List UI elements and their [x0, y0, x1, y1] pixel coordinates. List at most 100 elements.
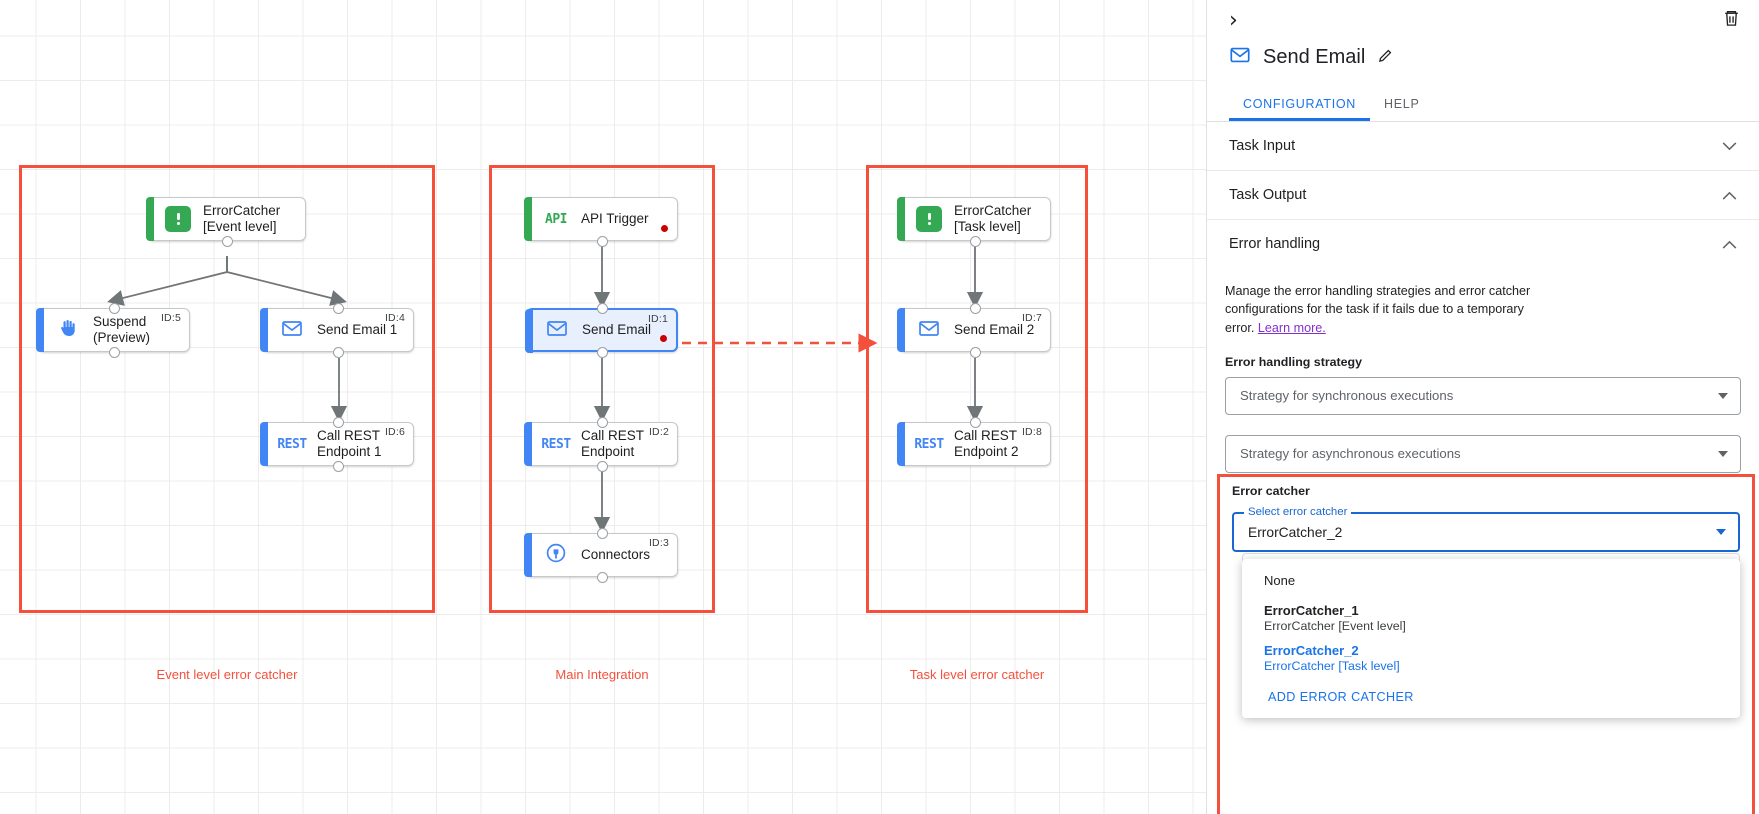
node-label: Connectors [581, 547, 651, 563]
api-icon: API [545, 211, 567, 227]
node-port[interactable] [596, 571, 608, 583]
error-catcher-option[interactable]: None [1242, 569, 1740, 598]
node-icon-slot [544, 317, 570, 343]
sync-strategy-select[interactable]: Strategy for synchronous executions [1225, 376, 1741, 415]
email-icon [545, 316, 569, 345]
node-accent-bar [524, 422, 532, 466]
node-icon-slot [55, 317, 81, 343]
node-port[interactable] [596, 527, 608, 539]
error-catcher-icon [916, 206, 942, 232]
node-id-tag: ID:8 [1021, 426, 1042, 438]
node-icon-slot [916, 317, 942, 343]
panel-tabs: CONFIGURATION HELP [1207, 91, 1759, 122]
node-id-tag: ID:2 [648, 426, 669, 438]
node-id-tag: ID:5 [160, 312, 181, 324]
async-strategy-select[interactable]: Strategy for asynchronous executions [1225, 434, 1741, 473]
tab-help[interactable]: HELP [1384, 97, 1420, 111]
node-icon-slot [165, 206, 191, 232]
error-catcher-value: ErrorCatcher_2 [1248, 524, 1343, 540]
group-label: Event level error catcher [156, 667, 298, 682]
node-label: ErrorCatcher [Task level] [954, 203, 1032, 234]
node-accent-bar [897, 422, 905, 466]
node-port[interactable] [969, 302, 981, 314]
edit-title-icon[interactable] [1377, 47, 1394, 69]
node-port[interactable] [332, 460, 344, 472]
node-icon-slot [279, 317, 305, 343]
node-accent-bar [260, 422, 268, 466]
node-port[interactable] [596, 302, 608, 314]
node-id-tag: ID:3 [648, 537, 669, 549]
node-port[interactable] [969, 416, 981, 428]
option-secondary: ErrorCatcher [Task level] [1264, 659, 1400, 673]
node-id-tag: ID:4 [384, 312, 405, 324]
tab-configuration[interactable]: CONFIGURATION [1229, 91, 1370, 121]
node-label: ErrorCatcher [Event level] [203, 203, 281, 234]
chevron-up-icon[interactable] [1722, 188, 1737, 203]
node-ec-task[interactable]: ErrorCatcher [Task level] [897, 197, 1051, 241]
learn-more-link[interactable]: Learn more. [1257, 320, 1326, 335]
option-primary: ErrorCatcher_1 [1264, 603, 1359, 618]
node-api-trigger[interactable]: API API Trigger [524, 197, 678, 241]
email-icon [917, 316, 941, 345]
section-title: Task Input [1229, 138, 1296, 154]
section-task-input[interactable]: Task Input [1207, 122, 1759, 171]
node-port[interactable] [332, 416, 344, 428]
hand-icon [56, 316, 80, 345]
node-suspend[interactable]: Suspend (Preview)ID:5 [36, 308, 190, 352]
node-accent-bar [36, 308, 44, 352]
node-ec-event[interactable]: ErrorCatcher [Event level] [146, 197, 306, 241]
option-secondary: ErrorCatcher [Event level] [1264, 619, 1406, 633]
delete-task-icon[interactable] [1722, 8, 1741, 33]
collapse-panel-icon[interactable]: › [1229, 8, 1238, 33]
node-port[interactable] [108, 302, 120, 314]
node-accent-bar [525, 309, 533, 353]
node-port[interactable] [596, 346, 608, 358]
email-icon [280, 316, 304, 345]
node-port[interactable] [596, 235, 608, 247]
node-port[interactable] [332, 302, 344, 314]
node-port[interactable] [221, 235, 233, 247]
node-id-tag: ID:1 [647, 313, 668, 325]
node-port[interactable] [969, 235, 981, 247]
connectors-icon [544, 541, 568, 570]
error-catcher-highlight-region: Error catcher Select error catcher Error… [1217, 474, 1755, 814]
error-catcher-select[interactable]: Select error catcher ErrorCatcher_2 [1232, 506, 1740, 552]
node-port[interactable] [332, 346, 344, 358]
node-port[interactable] [596, 416, 608, 428]
async-strategy-value: Strategy for asynchronous executions [1240, 446, 1461, 462]
chevron-up-icon[interactable] [1722, 237, 1737, 252]
node-port[interactable] [596, 460, 608, 472]
node-icon-slot: REST [541, 431, 571, 457]
add-error-catcher-button[interactable]: ADD ERROR CATCHER [1268, 690, 1414, 704]
section-task-output[interactable]: Task Output [1207, 171, 1759, 220]
node-accent-bar [260, 308, 268, 352]
node-accent-bar [897, 197, 905, 241]
rest-icon: REST [277, 436, 307, 452]
error-catcher-icon [165, 206, 191, 232]
node-label: API Trigger [581, 211, 649, 227]
node-port[interactable] [108, 346, 120, 358]
node-accent-bar [524, 197, 532, 241]
task-config-panel: › Send Email CONFIGURATION HELP Task [1206, 0, 1759, 814]
group-box [489, 165, 715, 613]
node-port[interactable] [969, 346, 981, 358]
node-accent-bar [897, 308, 905, 352]
chevron-down-icon [1718, 392, 1728, 399]
section-error-handling[interactable]: Error handling [1207, 220, 1759, 268]
rest-icon: REST [541, 436, 571, 452]
node-icon-slot: API [543, 206, 569, 232]
chevron-down-icon [1716, 529, 1726, 535]
error-handling-description: Manage the error handling strategies and… [1225, 282, 1555, 337]
chevron-down-icon[interactable] [1722, 139, 1737, 154]
